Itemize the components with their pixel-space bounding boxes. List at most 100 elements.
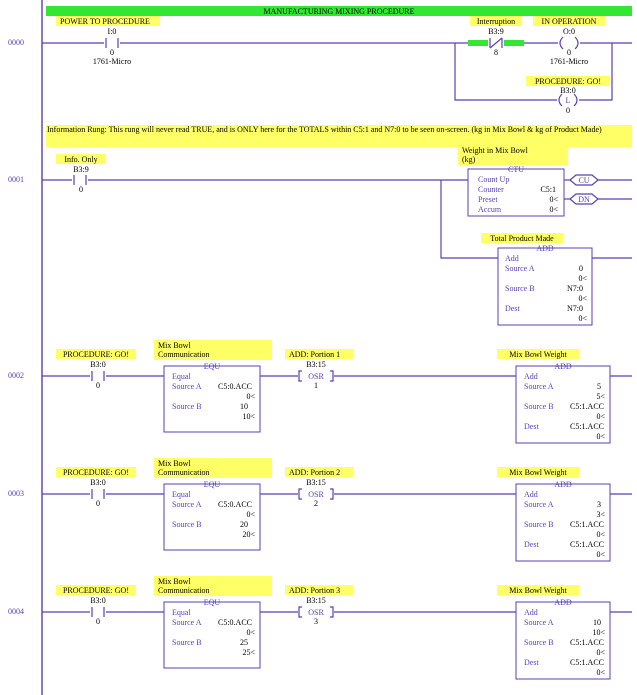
dn-output[interactable]: DN: [569, 193, 599, 205]
equ-label-bg: [154, 458, 272, 478]
xic-desc: 1761-Micro: [93, 57, 131, 66]
add-label: Mix Bowl Weight: [509, 350, 567, 359]
add-dest-val: 0<: [578, 314, 587, 323]
go-bit: 0: [96, 499, 100, 508]
equ-src-a-val: 0<: [246, 510, 255, 519]
add-src-a-val: 3<: [596, 510, 605, 519]
info-text-box: Information Rung: This rung will never r…: [47, 125, 602, 134]
xic-contact[interactable]: [104, 38, 120, 48]
rung-0001[interactable]: Information Rung: This rung will never r…: [8, 125, 632, 326]
rung-number: 0002: [8, 371, 24, 380]
equ-src-b-label: Source B: [172, 638, 202, 647]
power-label: POWER TO PROCEDURE: [60, 17, 150, 26]
procedure-go-latch-coil[interactable]: L: [557, 93, 579, 107]
rung-number: 0000: [8, 38, 24, 47]
go-contact[interactable]: [90, 607, 106, 617]
osr-label: ADD: Portion 1: [289, 350, 340, 359]
add-src-b-val: 0<: [596, 648, 605, 657]
equ-src-a: C5:0.ACC: [218, 500, 252, 509]
cu-text: CU: [578, 176, 589, 185]
add-src-b-label: Source B: [524, 402, 554, 411]
osr-label-bg: [285, 467, 353, 477]
add-dest: C5:1.ACC: [570, 422, 604, 431]
procedure-go-address: B3:0: [560, 86, 576, 95]
add-label-bg: [497, 467, 579, 477]
rung-number: 0003: [8, 489, 24, 498]
cu-output[interactable]: CU: [569, 174, 599, 186]
add-name: ADD: [536, 244, 554, 253]
go-label: PROCEDURE: GO!: [63, 350, 129, 359]
dn-text: DN: [578, 195, 590, 204]
equ-src-b-label: Source B: [172, 402, 202, 411]
add-name: ADD: [554, 598, 572, 607]
ctu-accum-label: Accum: [478, 205, 502, 214]
equ-src-a-label: Source A: [172, 618, 202, 627]
osr-address: B3:15: [306, 596, 326, 605]
go-bit: 0: [96, 617, 100, 626]
ctu-title: Count Up: [478, 175, 509, 184]
equ-title: Equal: [172, 608, 191, 617]
osr-bit: 2: [314, 499, 318, 508]
total-label: Total Product Made: [490, 234, 554, 243]
add-src-a-val: 0<: [578, 274, 587, 283]
in-operation-bit: 0: [567, 48, 571, 57]
info-text-bg: [46, 125, 632, 147]
add-src-b-val: 0<: [578, 294, 587, 303]
go-contact[interactable]: [90, 489, 106, 499]
rung-0000[interactable]: 0000 POWER TO PROCEDURE I:0 0 1761-Micro…: [8, 16, 632, 115]
equ-name: EQU: [204, 480, 221, 489]
ctu-accum: 0<: [549, 205, 558, 214]
osr-address: B3:15: [306, 360, 326, 369]
go-bit: 0: [96, 381, 100, 390]
procedure-go-label: PROCEDURE: GO!: [535, 77, 601, 86]
branch-wire: [454, 43, 613, 101]
info-only-contact[interactable]: [72, 175, 88, 185]
equ-src-b-val: 25<: [242, 648, 255, 657]
osr-instruction[interactable]: OSR: [298, 370, 334, 382]
add-dest: N7:0: [567, 304, 583, 313]
osr-label-bg: [285, 349, 353, 359]
add-src-b-val: 0<: [596, 530, 605, 539]
total-add-block[interactable]: ADD Add Source A 0 0< Source B N7:0 0< D…: [497, 244, 593, 326]
go-label: PROCEDURE: GO!: [63, 586, 129, 595]
add-dest-label: Dest: [505, 304, 520, 313]
add-name: ADD: [554, 362, 572, 371]
osr-label: ADD: Portion 3: [289, 586, 340, 595]
equ-src-a-label: Source A: [172, 382, 202, 391]
add-dest: C5:1.ACC: [570, 658, 604, 667]
add-src-a: 5: [597, 382, 601, 391]
latch-coil-letter: L: [566, 96, 571, 105]
info-only-label-bg: [56, 154, 106, 164]
equ-src-b-val: 10<: [242, 412, 255, 421]
add-src-a-label: Source A: [524, 500, 554, 509]
equ-title: Equal: [172, 490, 191, 499]
equ-src-b: 25: [240, 638, 248, 647]
interruption-xio-contact[interactable]: [468, 37, 524, 49]
info-only-bit: 0: [79, 185, 83, 194]
interruption-bit: 8: [494, 48, 498, 57]
in-operation-coil[interactable]: [558, 36, 580, 50]
equ-label-bg: [154, 576, 272, 596]
osr-instruction[interactable]: OSR: [298, 606, 334, 618]
go-contact[interactable]: [90, 371, 106, 381]
osr-text: OSR: [308, 372, 324, 381]
ctu-counter-label: Counter: [478, 185, 504, 194]
add-label-bg: [497, 585, 579, 595]
add-src-b-label: Source B: [524, 520, 554, 529]
equ-src-b: 20: [240, 520, 248, 529]
branch-wire: [440, 180, 498, 259]
ctu-block[interactable]: CTU Count Up Counter C5:1 Preset 0< Accu…: [467, 165, 565, 217]
go-address: B3:0: [90, 478, 106, 487]
add-title: Add: [505, 254, 519, 263]
add-src-b: C5:1.ACC: [570, 402, 604, 411]
osr-instruction[interactable]: OSR: [298, 488, 334, 500]
